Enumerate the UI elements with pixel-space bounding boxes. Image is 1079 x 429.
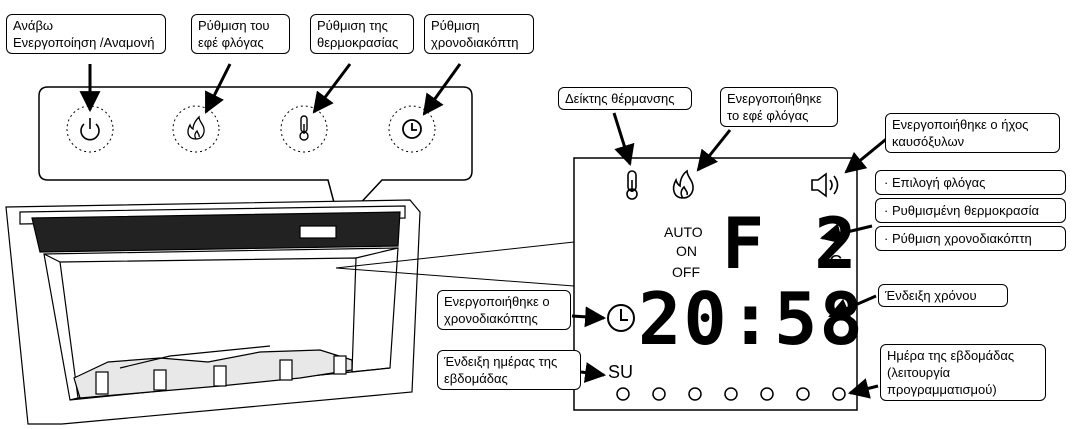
option-set-temperature: · Ρυθμισμένη θερμοκρασία xyxy=(875,198,1066,223)
flame-active-icon xyxy=(672,169,694,199)
mode-off-label: OFF xyxy=(672,264,700,280)
weekday-dots xyxy=(616,387,846,401)
mode-auto-label: AUTO xyxy=(664,224,703,240)
callout-weekday-program: Ημέρα της εβδομάδας (λειτουργία προγραμμ… xyxy=(880,344,1046,401)
callout-temp-setting: Ρύθμιση της θερμοκρασίας xyxy=(310,14,414,54)
speaker-icon xyxy=(811,172,839,198)
callout-time-display: Ένδειξη χρόνου xyxy=(878,284,1008,307)
callout-heat-indicator: Δείκτης θέρμανσης xyxy=(558,87,692,110)
mode-on-label: ON xyxy=(676,243,697,259)
callout-timer-setting: Ρύθμιση χρονοδιακόπτη xyxy=(424,14,534,54)
callout-power: Ανάβω Ενεργοποίηση /Αναμονή xyxy=(6,14,166,54)
callout-sound-active: Ενεργοποιήθηκε ο ήχος καυσόξυλων xyxy=(885,113,1060,153)
day-readout: SU xyxy=(608,362,634,382)
option-timer-setting: · Ρύθμιση χρονοδιακόπτη xyxy=(875,226,1066,251)
power-button[interactable] xyxy=(66,105,114,153)
flame-code-readout: F 2 xyxy=(722,203,861,285)
callout-day-display: Ένδειξη ημέρας της εβδομάδας xyxy=(437,350,581,390)
timer-button[interactable] xyxy=(388,105,436,153)
temperature-unit: °C xyxy=(822,252,843,272)
flame-icon xyxy=(187,115,205,140)
timer-active-icon xyxy=(607,304,635,332)
callout-flame-setting: Ρύθμιση του εφέ φλόγας xyxy=(191,14,290,54)
flame-button[interactable] xyxy=(172,105,220,153)
thermometer-icon xyxy=(299,115,309,141)
time-readout: 20:58 xyxy=(638,277,865,361)
clock-icon xyxy=(402,119,422,139)
heat-indicator-icon xyxy=(626,170,638,200)
fireplace-illustration xyxy=(5,199,421,425)
option-flame-choice: · Επιλογή φλόγας xyxy=(875,170,1066,195)
callout-timer-active: Ενεργοποιήθηκε ο χρονοδιακόπτης xyxy=(437,290,571,330)
lcd-display xyxy=(573,157,858,411)
temperature-button[interactable] xyxy=(280,105,328,153)
power-icon xyxy=(80,118,100,141)
callout-arrows xyxy=(79,63,891,399)
callout-flame-active: Ενεργοποιήθηκε το εφέ φλόγας xyxy=(720,87,838,127)
control-panel xyxy=(38,86,473,227)
